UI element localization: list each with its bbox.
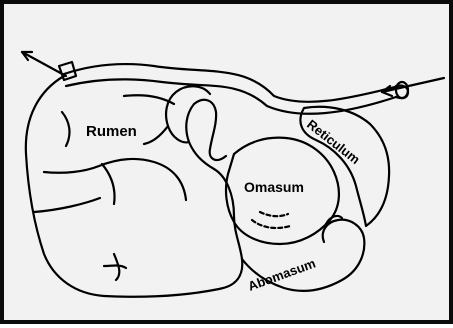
rumen-outline: [26, 76, 242, 297]
rumen-label: Rumen: [86, 123, 137, 140]
esophagus-tube: [64, 64, 399, 114]
right-arrow-line: [382, 78, 444, 92]
diagram-canvas: Rumen Omasum Reticulum Abomasum: [4, 4, 453, 328]
left-arrow-line: [22, 52, 66, 76]
right-tube-ring: [396, 82, 408, 98]
omasum-label: Omasum: [244, 179, 304, 195]
central-fold: [144, 86, 210, 144]
reticulum-label: Reticulum: [304, 117, 363, 168]
omasum-folds: [252, 212, 290, 228]
